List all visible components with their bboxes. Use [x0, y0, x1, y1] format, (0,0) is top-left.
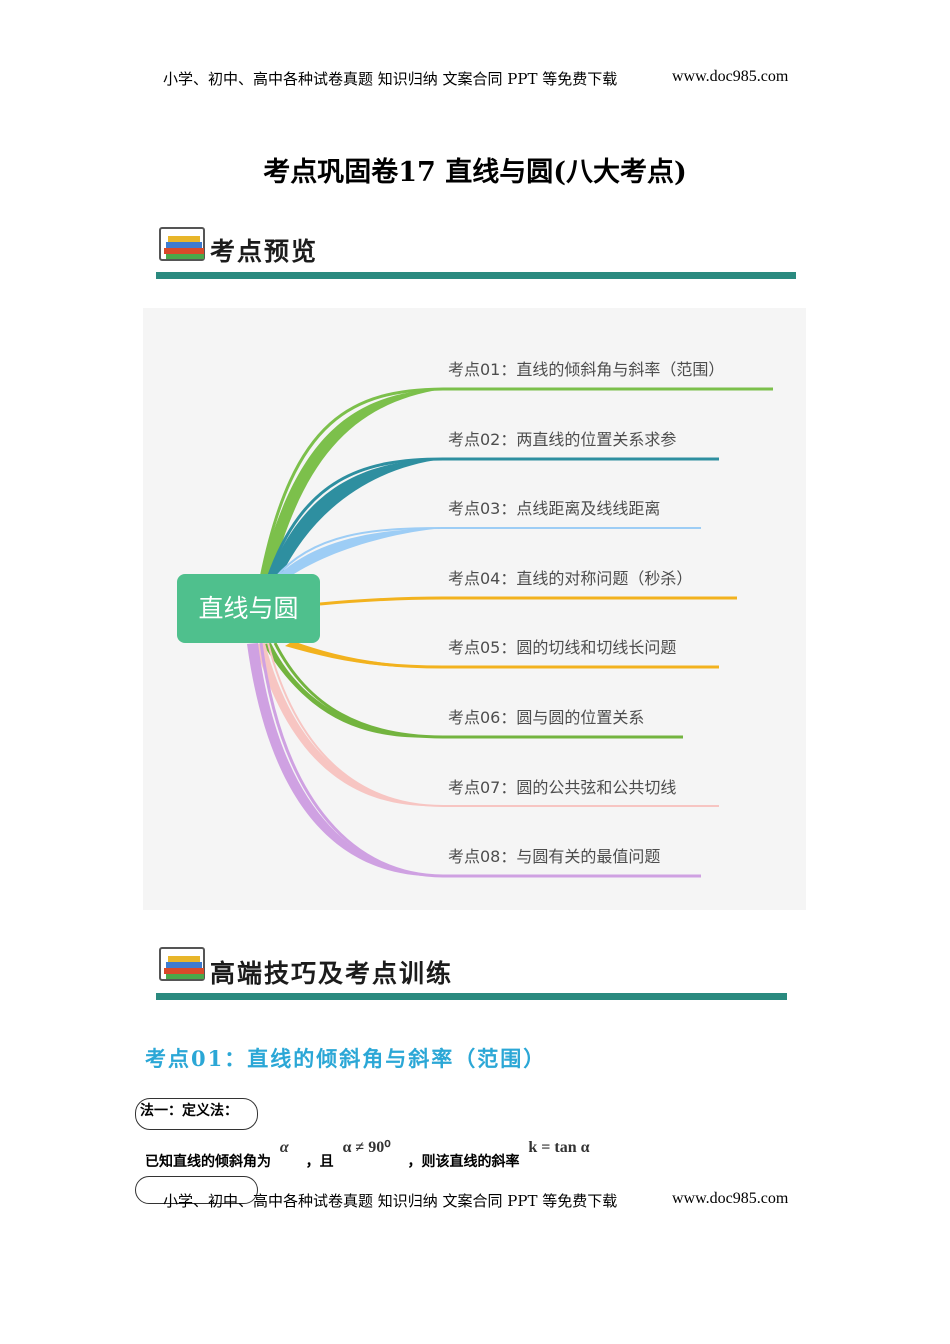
mindmap: 直线与圆 考点01：直线的倾斜角与斜率（范围） 考点02：两直线的位置关系求参 … [143, 308, 806, 910]
section-training-rule [156, 993, 787, 1000]
mindmap-topic-08: 考点08：与圆有关的最值问题 [448, 847, 661, 866]
method-label: 法一：定义法： [140, 1103, 238, 1119]
page-title: 考点巩固卷17 直线与圆(八大考点) [263, 157, 687, 188]
method-oval [135, 1098, 258, 1130]
decorative-oval [135, 1176, 258, 1204]
mindmap-topic-04: 考点04：直线的对称问题（秒杀） [448, 569, 693, 588]
mindmap-topic-02: 考点02：两直线的位置关系求参 [448, 430, 677, 449]
header-left-text: 小学、初中、高中各种试卷真题 知识归纳 文案合同 PPT 等免费下载 [163, 70, 618, 88]
mindmap-topic-03: 考点03：点线距离及线线距离 [448, 499, 661, 518]
mindmap-topic-07: 考点07：圆的公共弦和公共切线 [448, 778, 677, 797]
mindmap-root: 直线与圆 [177, 574, 320, 643]
footer-website[interactable]: www.doc985.com [672, 1190, 789, 1207]
section-banner-preview: 考点预览 [158, 226, 316, 268]
math-condition: α ≠ 90⁰ [342, 1139, 391, 1156]
footer-left-text: 小学、初中、高中各种试卷真题 知识归纳 文案合同 PPT 等免费下载 [163, 1192, 618, 1210]
math-alpha: α [279, 1139, 289, 1156]
mindmap-branches [247, 387, 773, 878]
section-training-label: 高端技巧及考点训练 [210, 959, 454, 988]
header-website[interactable]: www.doc985.com [672, 68, 789, 85]
mindmap-topic-01: 考点01：直线的倾斜角与斜率（范围） [448, 360, 725, 379]
math-k-tan: k = tan α [528, 1139, 590, 1156]
definition-text-a: 已知直线的倾斜角为 [145, 1154, 271, 1170]
definition-line: 已知直线的倾斜角为 α ，且 α ≠ 90⁰ ，则该直线的斜率 k = tan … [145, 1139, 590, 1171]
books-icon [159, 947, 205, 981]
section-preview-rule [156, 272, 796, 279]
definition-text-c: ，则该直线的斜率 [407, 1154, 520, 1170]
section-preview-label: 考点预览 [210, 237, 319, 266]
books-icon [159, 227, 205, 261]
kaodian-01-heading: 考点01：直线的倾斜角与斜率（范围） [145, 1046, 547, 1071]
section-banner-training: 高端技巧及考点训练 [158, 946, 451, 988]
mindmap-topic-05: 考点05：圆的切线和切线长问题 [448, 638, 677, 657]
definition-text-b: ，且 [305, 1154, 334, 1170]
mindmap-topic-06: 考点06：圆与圆的位置关系 [448, 708, 645, 727]
